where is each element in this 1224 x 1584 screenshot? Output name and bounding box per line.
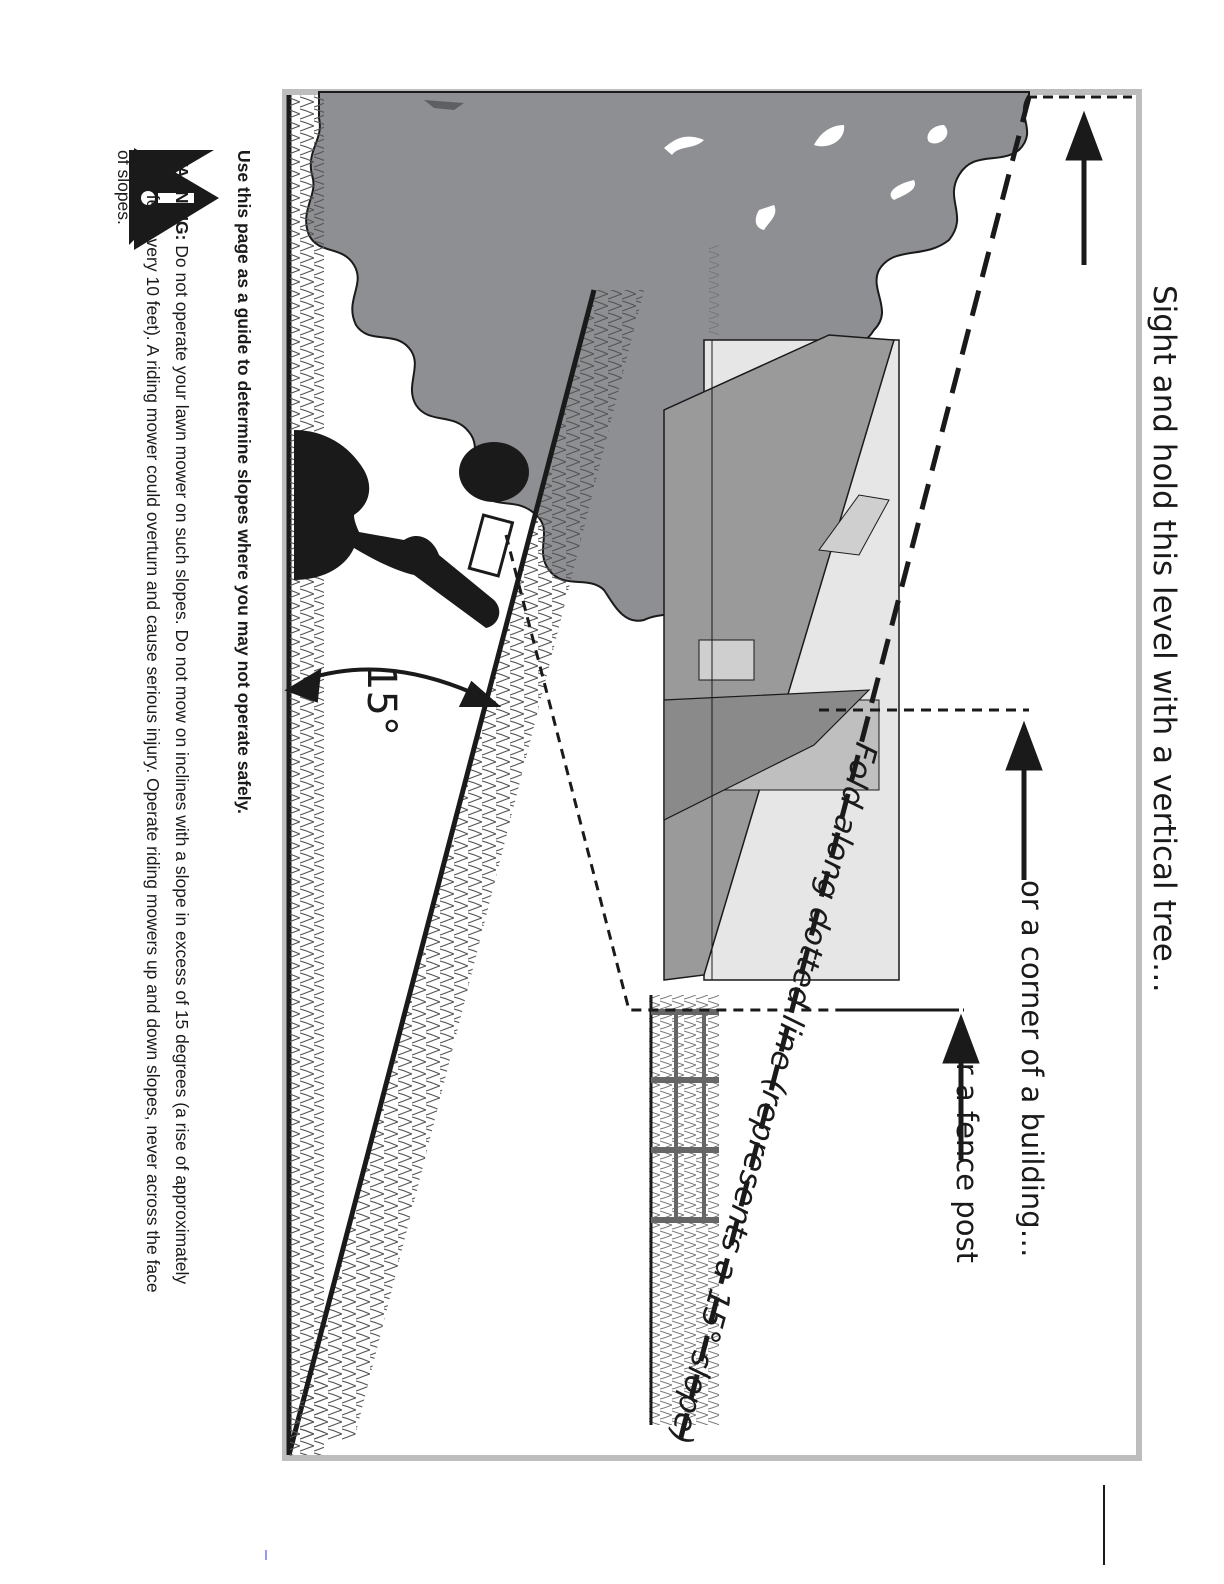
- fence-shape: [649, 245, 719, 1425]
- label-fence: or a fence post: [950, 1045, 984, 1263]
- warning-triangle-icon: [129, 148, 219, 250]
- fold-dashed-line: [676, 96, 1032, 1446]
- angle-label: 15°: [358, 665, 404, 736]
- guide-heading: Use this page as a guide to determine sl…: [234, 150, 254, 814]
- building-shape: [663, 334, 900, 981]
- arrow-icons: [942, 110, 1103, 1160]
- sight-lines: [504, 534, 1029, 1012]
- label-tree: Sight and hold this level with a vertica…: [1146, 285, 1182, 993]
- warning-paragraph: WARNING: Do not operate your lawn mower …: [110, 150, 197, 1300]
- person-silhouette: [294, 430, 529, 628]
- angle-arc: [284, 667, 502, 707]
- warning-heading: WARNING:: [172, 150, 193, 241]
- label-fold: Fold along dotted line (represents a 15°…: [661, 738, 884, 1449]
- warning-body: Do not operate your lawn mower on such s…: [114, 150, 193, 1293]
- label-building: or a corner of a building…: [1015, 880, 1049, 1258]
